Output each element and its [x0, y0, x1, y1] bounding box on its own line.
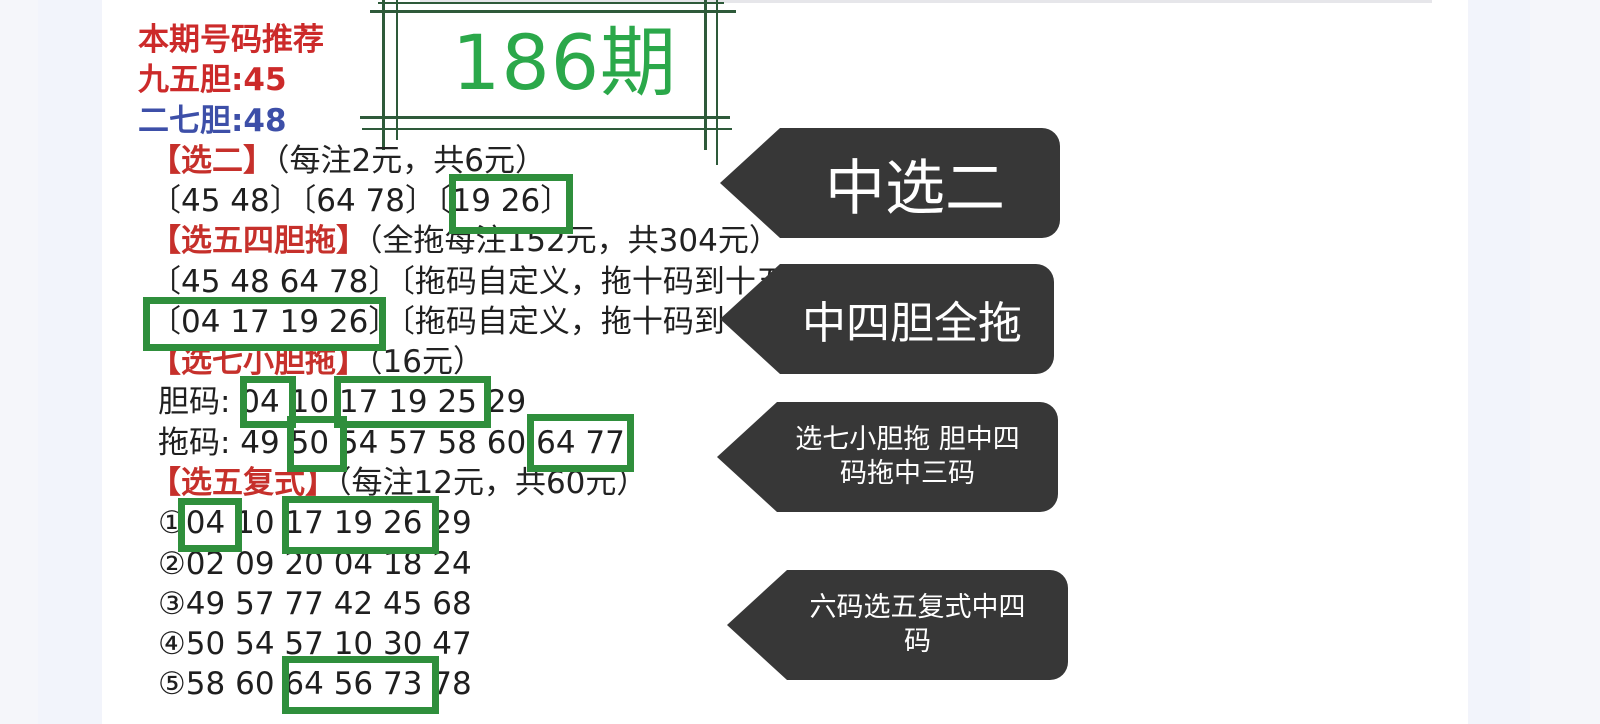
- frame-line: [396, 0, 398, 140]
- issue-box: 186期: [360, 0, 750, 165]
- xuan-er-numbers: 〔45 48〕〔64 78〕〔19 26〕: [150, 183, 572, 219]
- callout-label: 中四胆全拖: [802, 298, 1022, 349]
- frame-line: [360, 116, 730, 119]
- frame-line: [704, 0, 707, 150]
- xuan-er-note: （每注2元，共6元）: [274, 143, 546, 179]
- xuan-wu-fu-shi-tag: 【选五复式】: [150, 465, 336, 501]
- xuan-wu-si-dan-tag: 【选五四胆拖】: [150, 223, 367, 259]
- xuan-qi-xiao-dan-note: （16元）: [367, 344, 484, 380]
- dan-code-line: 胆码: 04 10 17 19 25 29: [158, 384, 527, 420]
- xuan-wu-fu-shi-heading: 【选五复式】（每注12元，共60元）: [150, 463, 647, 503]
- frame-line: [378, 2, 724, 4]
- callout-xuan-qi: 选七小胆拖 胆中四码拖中三码: [717, 402, 1058, 512]
- xuan-wu-si-dan-note: （全拖每注152元，共304元）: [367, 223, 780, 259]
- recommend-title: 本期号码推荐: [138, 22, 324, 58]
- callout-zhong-xuan-er: 中选二: [720, 128, 1060, 238]
- xuan-er-heading: 【选二】（每注2元，共6元）: [150, 141, 546, 181]
- callout-zhong-si-dan: 中四胆全拖: [720, 264, 1054, 374]
- fu-shi-row-4: ④50 54 57 10 30 47: [158, 626, 472, 662]
- xuan-qi-xiao-dan-heading: 【选七小胆拖】（16元）: [150, 342, 484, 382]
- callout-label: 六码选五复式中四码: [809, 592, 1026, 657]
- two-seven-dan: 二七胆:48: [138, 103, 287, 139]
- nine-five-dan: 九五胆:45: [138, 62, 287, 98]
- fu-shi-row-5: ⑤58 60 64 56 73 78: [158, 666, 472, 702]
- callout-fu-shi: 六码选五复式中四码: [727, 570, 1068, 680]
- top-divider: [420, 0, 1432, 3]
- xuan-wu-fu-shi-note: （每注12元，共60元）: [336, 465, 648, 501]
- xuan-qi-xiao-dan-tag: 【选七小胆拖】: [150, 344, 367, 380]
- xuan-wu-si-dan-heading: 【选五四胆拖】（全拖每注152元，共304元）: [150, 221, 780, 261]
- fu-shi-row-1: ①04 10 17 19 26 29: [158, 505, 472, 541]
- frame-line: [716, 0, 718, 165]
- fu-shi-row-2: ②02 09 20 04 18 24: [158, 546, 472, 582]
- xuan-er-tag: 【选二】: [150, 143, 274, 179]
- frame-line: [382, 0, 385, 150]
- fu-shi-row-3: ③49 57 77 42 45 68: [158, 586, 472, 622]
- callout-label: 选七小胆拖 胆中四码拖中三码: [795, 424, 1020, 489]
- frame-line: [362, 128, 732, 130]
- frame-line: [370, 10, 736, 13]
- callout-label: 中选二: [825, 153, 1005, 224]
- tuo-code-line: 拖码: 49 50 54 57 58 60 64 77: [158, 425, 625, 461]
- issue-number: 186期: [452, 18, 678, 107]
